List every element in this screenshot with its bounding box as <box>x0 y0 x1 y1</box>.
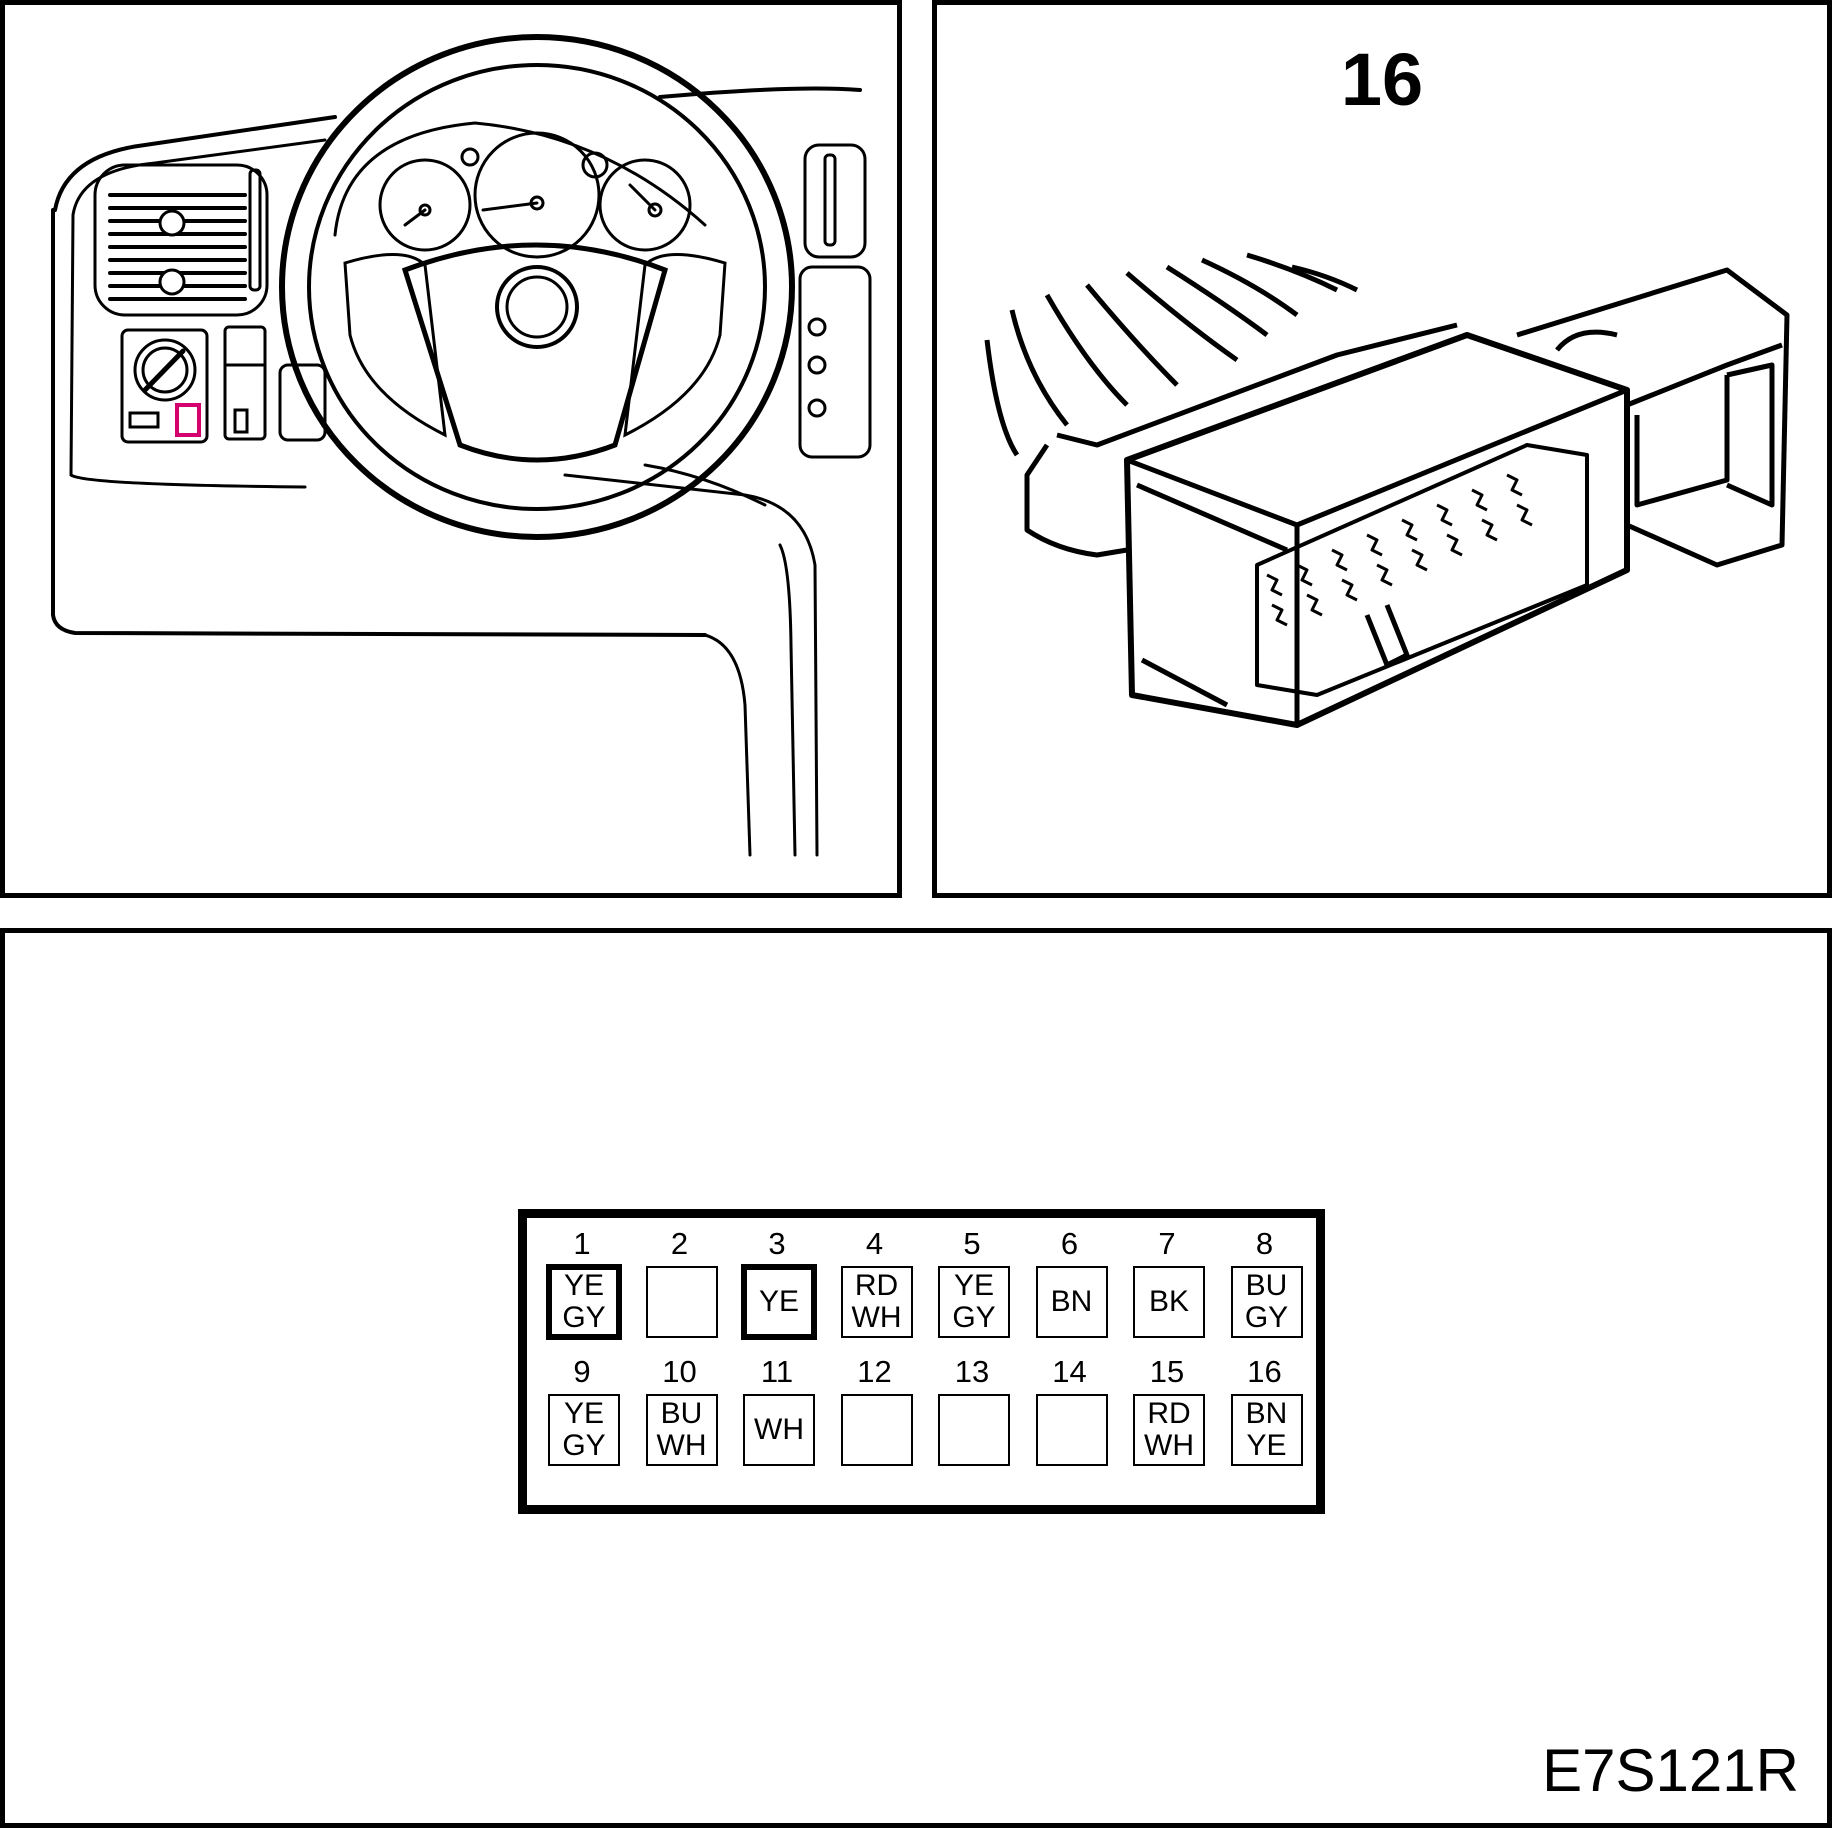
pin-wire-colors <box>840 1394 913 1466</box>
wire-color-code: BN <box>1245 1397 1288 1430</box>
pin-wire-colors: WH <box>743 1394 815 1466</box>
pin-wire-colors: YE <box>741 1264 817 1340</box>
wire-color-code: WH <box>754 1413 804 1446</box>
pin-13: 13 <box>929 1356 1015 1476</box>
connector-drawing <box>984 252 1790 728</box>
dashboard-location-panel <box>0 0 902 898</box>
pin-number: 15 <box>1149 1354 1185 1389</box>
pin-number: 12 <box>857 1354 892 1389</box>
pin-number: 16 <box>1247 1354 1282 1389</box>
pin-number: 5 <box>963 1226 981 1261</box>
wire-color-code: BU <box>660 1397 703 1430</box>
pin-14: 14 <box>1027 1356 1113 1476</box>
pin-number: 1 <box>573 1226 591 1261</box>
wire-color-code: WH <box>851 1301 902 1334</box>
wire-color-code: YE <box>953 1269 995 1302</box>
connector-panel: 16 <box>932 0 1832 898</box>
wire-color-code: RD <box>854 1269 899 1302</box>
pin-number: 7 <box>1158 1226 1176 1261</box>
wire-color-code: RD <box>1147 1397 1191 1430</box>
pin-number: 4 <box>865 1226 884 1261</box>
wire-color-code: YE <box>563 1269 605 1302</box>
pin-number: 8 <box>1255 1226 1274 1261</box>
pin-wire-colors <box>1035 1394 1108 1466</box>
figure-code: E7S121R <box>1542 1737 1799 1804</box>
pin-2: 2 <box>637 1228 723 1348</box>
wire-color-code: GY <box>952 1301 996 1334</box>
wire-color-code: GY <box>562 1429 606 1462</box>
wire-color-code: GY <box>1244 1301 1289 1334</box>
wire-color-code: WH <box>656 1429 707 1462</box>
pin-number: 11 <box>760 1354 794 1389</box>
pin-number: 2 <box>670 1226 689 1261</box>
pin-number: 14 <box>1052 1354 1087 1389</box>
pin-number: 6 <box>1060 1226 1079 1261</box>
connector-number: 16 <box>1340 38 1424 121</box>
pin-number: 10 <box>662 1354 697 1389</box>
wire-color-code: WH <box>1144 1429 1194 1462</box>
pin-wire-colors <box>938 1394 1010 1466</box>
pin-wire-colors: BK <box>1133 1266 1205 1338</box>
wire-color-code: YE <box>1246 1429 1287 1462</box>
location-marker-icon <box>175 403 201 437</box>
wire-color-code: BN <box>1050 1285 1093 1318</box>
pin-number: 9 <box>573 1354 591 1389</box>
wire-color-code: YE <box>758 1285 800 1318</box>
pin-number: 3 <box>768 1226 786 1261</box>
wire-color-code: BU <box>1245 1269 1288 1302</box>
pin-wire-colors <box>645 1266 718 1338</box>
pin-number: 13 <box>954 1354 990 1389</box>
pin-wire-colors: BN <box>1035 1266 1108 1338</box>
wire-color-code: BK <box>1148 1285 1190 1318</box>
dashboard-drawing <box>51 34 872 857</box>
wire-color-code: GY <box>562 1301 606 1334</box>
wire-color-code: YE <box>563 1397 605 1430</box>
pin-12: 12 <box>832 1356 918 1476</box>
